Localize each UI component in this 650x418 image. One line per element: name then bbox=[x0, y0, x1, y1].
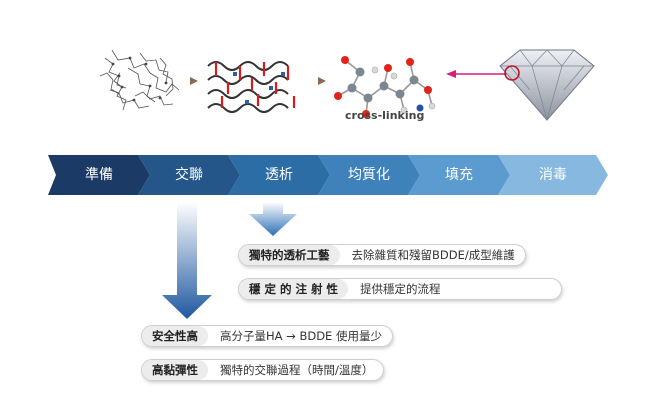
feature-high-viscoelasticity: 高黏彈性 獨特的交聯過程（時間/溫度） bbox=[141, 359, 384, 381]
feature-dialysis-process: 獨特的透析工藝 去除雜質和殘留BDDE/成型維護 bbox=[238, 244, 526, 266]
feature-body: 提供穩定的流程 bbox=[348, 281, 451, 297]
feature-head: 獨特的透析工藝 bbox=[239, 245, 340, 265]
feature-head: 高黏彈性 bbox=[142, 360, 208, 380]
feature-body: 獨特的交聯過程（時間/溫度） bbox=[208, 362, 383, 378]
feature-body: 高分子量HA → BDDE 使用量少 bbox=[208, 328, 392, 344]
feature-stable-injection: 穩 定 的 注 射 性 提供穩定的流程 bbox=[238, 278, 562, 300]
feature-body: 去除雜質和殘留BDDE/成型維護 bbox=[340, 247, 525, 263]
feature-head: 穩 定 的 注 射 性 bbox=[239, 279, 348, 299]
feature-high-safety: 安全性高 高分子量HA → BDDE 使用量少 bbox=[141, 325, 393, 347]
feature-head: 安全性高 bbox=[142, 326, 208, 346]
